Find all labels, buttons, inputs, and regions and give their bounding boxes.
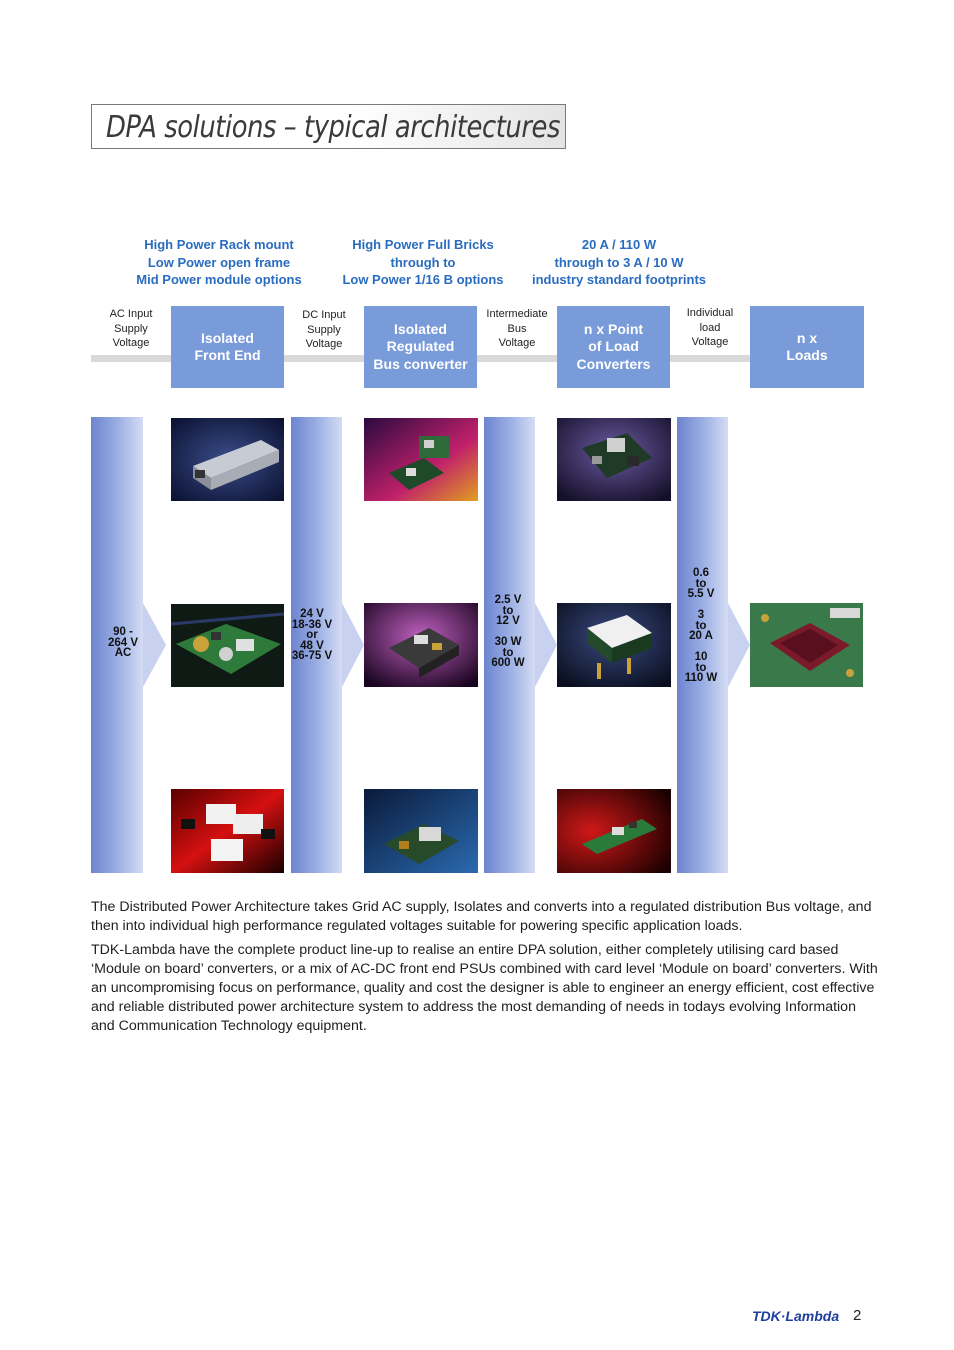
label-line: Bus [507,322,527,335]
page-number: 2 [853,1307,862,1324]
value-line: 30 W [494,636,522,648]
title-box: DPA solutions – typical architectures [91,104,566,149]
brand-logo: TDK·Lambda [752,1308,840,1324]
product-photo-rack-psu [171,418,284,501]
product-photo-open-frame [171,604,284,687]
value-line: to [695,577,707,590]
heading-line: High Power Rack mount [144,237,294,252]
label-line: Intermediate [486,308,548,320]
label-line: DC Input [302,309,346,321]
block-line: Isolated [201,329,254,346]
label-line: Voltage [691,336,729,348]
product-photo-full-brick [364,418,478,501]
label-line: Voltage [112,337,150,349]
column-dc-label: 24 V 18-36 V or 48 V 36-75 V [283,609,341,662]
label-line: AC Input [109,308,153,320]
column-dc [291,417,342,873]
column-bus-label: 2.5 V to 12 V 30 W to 600 W [478,595,538,669]
block-line: Front End [194,347,261,363]
value-line: to [695,619,707,632]
product-photo-pol-1 [557,418,671,501]
label-line: Supply [307,323,341,336]
value-line: 3 [697,609,705,621]
connector-bar [91,355,171,362]
paragraph-details: TDK-Lambda have the complete product lin… [91,942,878,1034]
block-line: of Load [588,338,639,355]
product-photo-small-brick [364,789,478,873]
heading-line: Mid Power module options [136,272,302,287]
heading-line: High Power Full Bricks [352,237,494,252]
product-photo-brick-module [364,603,478,687]
block-line: Bus converter [373,355,468,372]
label-line: load [699,321,721,334]
stage-label-bus: Intermediate Bus Voltage [477,307,557,351]
column-load [677,417,728,873]
value-line: or [306,629,318,641]
arrow-right-icon [728,603,750,687]
value-line: 36-75 V [291,650,333,662]
value-line: 264 V [107,636,139,649]
product-photo-load-chip [750,603,863,687]
value-line: 12 V [496,615,520,627]
value-line: AC [114,647,132,659]
column-ac [91,417,143,873]
connector-bar [477,355,557,362]
heading-line: 20 A / 110 W [581,237,657,252]
heading-line: through to [390,254,456,270]
heading-line: Low Power 1/16 B options [342,272,504,287]
stage-label-ac-input: AC Input Supply Voltage [91,307,171,351]
value-line: 2.5 V [494,594,522,606]
value-line: 0.6 [693,567,709,579]
paragraph-intro: The Distributed Power Architecture takes… [91,899,872,934]
product-photo-pol-3 [557,789,671,873]
arrow-right-icon [535,603,557,687]
label-line: Voltage [498,337,536,349]
value-line: 20 A [689,630,713,642]
label-line: Supply [114,322,148,335]
column-load-label: 0.6 to 5.5 V 3 to 20 A 10 to 110 W [671,568,731,684]
block-line: Isolated [394,320,447,337]
heading-pol: 20 A / 110 W through to 3 A / 10 W indus… [514,236,724,289]
heading-line: industry standard footprints [531,272,707,287]
heading-bus-converter: High Power Full Bricks through to Low Po… [323,236,523,289]
value-line: to [502,646,514,659]
value-line: to [695,661,707,674]
value-line: 110 W [684,672,718,684]
block-isolated-front-end: Isolated Front End [171,306,284,388]
value-line: 18-36 V [291,618,333,631]
block-line: Loads [786,347,828,363]
connector-bar [284,355,364,362]
value-line: 48 V [300,639,324,652]
product-photo-modules [171,789,284,873]
heading-front-end: High Power Rack mount Low Power open fra… [119,236,319,289]
stage-label-dc-input: DC Input Supply Voltage [284,308,364,352]
label-line: Voltage [305,338,343,350]
arrow-right-icon [143,603,166,687]
heading-line: Low Power open frame [147,254,291,270]
product-photo-pol-2 [557,603,671,687]
page-title: DPA solutions – typical architectures [106,110,560,145]
block-pol-converters: n x Point of Load Converters [557,306,670,388]
value-line: 5.5 V [687,588,715,600]
label-line: Individual [686,307,734,319]
stage-label-load: Individual load Voltage [670,306,750,350]
block-loads: n x Loads [750,306,864,388]
value-line: to [502,604,514,617]
column-ac-label: 90 - 264 V AC [93,627,153,659]
value-line: 90 - [113,626,133,638]
block-line: Regulated [386,338,455,355]
value-line: 10 [694,651,708,663]
block-bus-converter: Isolated Regulated Bus converter [364,306,477,388]
value-line: 600 W [491,657,525,669]
arrow-right-icon [342,603,364,687]
block-line: Converters [576,355,651,372]
block-line: n x [796,329,818,346]
heading-line: through to 3 A / 10 W [554,254,684,270]
block-line: n x Point [583,320,644,337]
connector-bar [670,355,750,362]
column-bus [484,417,535,873]
value-line: 24 V [300,608,324,620]
